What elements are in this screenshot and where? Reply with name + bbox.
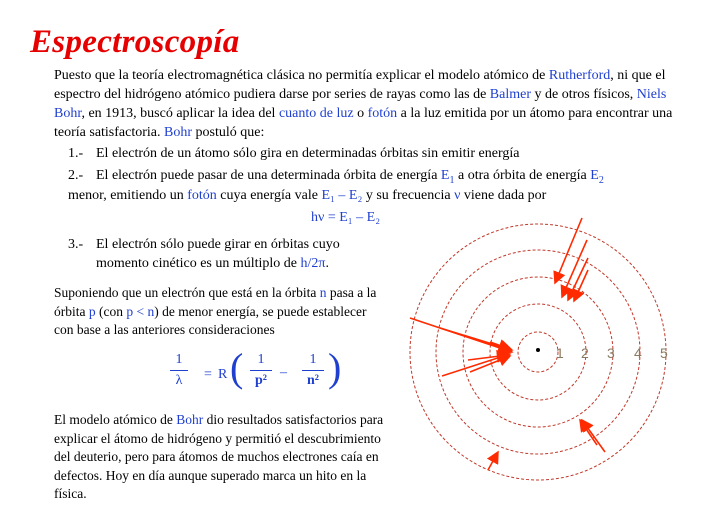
numerator: 1 — [302, 352, 324, 371]
arrow — [572, 269, 589, 303]
arrow — [489, 339, 512, 352]
orbits — [409, 223, 667, 481]
intro-text: a la luz emitida por un átomo para encon… — [54, 106, 673, 140]
numerator: 1 — [250, 352, 272, 371]
energy-formula: hν = E₁ – E₂ — [311, 210, 381, 225]
orbit-label-2: 2 — [581, 345, 589, 361]
arrow — [560, 239, 588, 299]
denominator: n² — [307, 373, 319, 388]
e1-letter: E — [440, 168, 450, 183]
orbit-label-4: 4 — [634, 345, 642, 361]
orbit-label-3: 3 — [607, 345, 615, 361]
right-paren: ) — [328, 345, 342, 390]
orbit-3 — [462, 276, 614, 428]
postulate-3-continued: momento cinético es un múltiplo de h/2π. — [96, 254, 329, 273]
h-over-2pi: h/2π — [300, 256, 326, 271]
link-balmer: Balmer — [489, 87, 532, 102]
paragraph-text: Suponiendo que un electrón que está en l… — [54, 285, 320, 300]
arrow — [465, 335, 512, 353]
postulate-2: 2.- El electrón puede pasar de una determ… — [68, 166, 688, 190]
intro-text: Puesto que la teoría electromagnética cl… — [54, 68, 549, 83]
left-paren: ( — [230, 345, 244, 390]
intro-text: , en 1913, buscó aplicar la idea del — [81, 106, 279, 121]
denominator: p² — [255, 373, 267, 388]
rydberg-formula: 1 λ = R ( 1 p² – 1 n² ) — [170, 345, 360, 402]
postulate-number: 1.- — [68, 146, 84, 161]
postulate-number: 2.- — [68, 168, 84, 183]
nucleus — [536, 348, 540, 352]
n-symbol: n — [319, 285, 327, 300]
postulate-text: El electrón puede pasar de una determina… — [96, 168, 441, 183]
page-title: Espectroscopía — [30, 24, 240, 60]
link-niels-bohr: Niels Bohr — [54, 87, 667, 121]
paragraph-text: pasa a la órbita — [54, 285, 377, 319]
arrow — [579, 418, 598, 446]
postulate-text: . — [325, 256, 330, 271]
conclusion-paragraph: El modelo atómico de Bohr dio resultados… — [54, 411, 394, 504]
postulate-number: 3.- — [68, 237, 84, 252]
transition-arrows — [409, 217, 606, 471]
postulate-text: momento cinético es un múltiplo de — [96, 256, 301, 271]
equals-sign: = — [204, 367, 212, 382]
one-over-n2: 1 n² — [302, 352, 324, 389]
link-foton: fotón — [367, 106, 398, 121]
orbit-1 — [517, 331, 559, 373]
postulate-text: cuya energía vale — [216, 188, 322, 203]
energy-difference: E₁ – E₂ — [321, 188, 363, 203]
intro-text: postuló que: — [192, 125, 265, 140]
paragraph-text: dio resultados satisfactorios para expli… — [54, 412, 384, 501]
postulate-3: 3.- El electrón sólo puede girar en órbit… — [68, 235, 340, 254]
link-rutherford: Rutherford — [548, 68, 611, 83]
postulate-text: El electrón sólo puede girar en órbitas … — [96, 237, 340, 252]
orbit-2 — [489, 303, 587, 401]
postulate-1: 1.- El electrón de un átomo sólo gira en … — [68, 144, 520, 163]
intro-text: y de otros físicos, — [531, 87, 637, 102]
arrow — [467, 350, 510, 363]
orbit-label-1: 1 — [556, 345, 564, 361]
transition-paragraph: Suponiendo que un electrón que está en l… — [54, 284, 384, 340]
link-foton-2: fotón — [187, 188, 217, 203]
intro-text: , ni que el espectro del hidrógeno atómi… — [54, 68, 666, 102]
link-cuanto: cuanto de luz — [278, 106, 354, 121]
arrow — [581, 418, 606, 453]
postulate-text: y su frecuencia — [362, 188, 455, 203]
orbit-labels: 1 2 3 4 5 — [556, 345, 668, 361]
one-over-p2: 1 p² — [250, 352, 272, 389]
e1-subscript: 1 — [449, 174, 455, 186]
postulate-text: menor, emitiendo un — [68, 188, 188, 203]
arrow — [486, 450, 499, 471]
arrow — [553, 217, 583, 285]
orbit-4 — [435, 249, 641, 455]
paragraph-text: ) de menor energía, se puede establecer … — [54, 303, 367, 338]
orbit-5 — [409, 223, 667, 481]
nu-symbol: ν — [454, 188, 461, 203]
rydberg-constant: R — [218, 367, 228, 382]
paragraph-text: El modelo atómico de — [54, 412, 177, 427]
postulate-text: El electrón de un átomo sólo gira en det… — [96, 146, 520, 161]
p-symbol: p — [88, 303, 96, 319]
postulate-text: viene dada por — [460, 188, 547, 203]
orbit-label-5: 5 — [660, 345, 668, 361]
e2-symbol: E2 — [590, 168, 604, 186]
denominator: λ — [175, 373, 183, 388]
e1-symbol: E1 — [440, 168, 455, 186]
p-less-n: p < n — [126, 303, 155, 319]
arrow — [567, 257, 589, 302]
intro-text: o — [353, 106, 368, 121]
arrow — [441, 351, 512, 377]
e2-letter: E — [590, 168, 599, 183]
e2-subscript: 2 — [598, 174, 604, 186]
link-bohr: Bohr — [164, 125, 193, 140]
one-over-lambda: 1 λ — [170, 352, 188, 389]
intro-paragraph: Puesto que la teoría electromagnética cl… — [54, 66, 694, 142]
numerator: 1 — [170, 352, 188, 371]
postulate-text: a otra órbita de energía — [454, 168, 591, 183]
postulate-2-continued: menor, emitiendo un fotón cuya energía v… — [68, 186, 546, 205]
paragraph-text: (con — [95, 303, 127, 319]
link-bohr-2: Bohr — [176, 412, 204, 427]
minus-sign: – — [280, 365, 287, 380]
